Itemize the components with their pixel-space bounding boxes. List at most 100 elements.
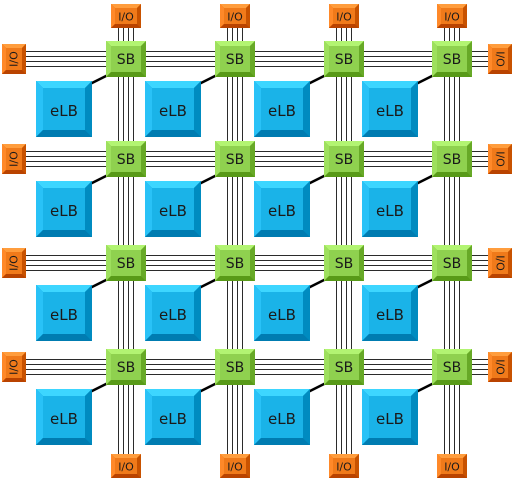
bevel-top <box>36 285 92 292</box>
bevel-right <box>141 41 146 77</box>
block-face <box>6 48 22 70</box>
io-block-label: I/O <box>118 461 134 474</box>
logic-block-elb <box>145 285 201 341</box>
block-face <box>437 46 467 72</box>
io-block-bottom <box>111 454 141 478</box>
bevel-right <box>467 245 472 281</box>
bevel-top <box>324 245 364 250</box>
switch-block-label: SB <box>443 256 462 272</box>
logic-block-label: eLB <box>376 102 404 120</box>
switch-block-sb <box>215 245 255 281</box>
bevel-top <box>488 248 512 252</box>
bevel-right <box>141 349 146 385</box>
bevel-top <box>437 4 467 8</box>
bevel-bottom <box>432 380 472 385</box>
bevel-right <box>411 389 418 445</box>
block-face <box>6 252 22 274</box>
bevel-right <box>467 41 472 77</box>
bevel-top <box>106 245 146 250</box>
bevel-top <box>362 181 418 188</box>
logic-block-elb <box>36 181 92 237</box>
bevel-right <box>303 81 310 137</box>
bevel-top <box>254 81 310 88</box>
bevel-left <box>254 181 261 237</box>
bevel-left <box>488 248 492 278</box>
switch-block-label: SB <box>226 360 245 376</box>
block-face <box>437 146 467 172</box>
io-block-right <box>488 44 512 74</box>
bevel-right <box>508 248 512 278</box>
bevel-right <box>85 285 92 341</box>
bevel-right <box>303 389 310 445</box>
bevel-left <box>362 81 369 137</box>
logic-block-elb <box>254 285 310 341</box>
switch-block-sb <box>432 141 472 177</box>
bevel-left <box>2 248 6 278</box>
switch-block-label: SB <box>226 52 245 68</box>
bevel-top <box>220 4 250 8</box>
bevel-bottom <box>215 276 255 281</box>
bevel-left <box>106 349 111 385</box>
bevel-bottom <box>145 230 201 237</box>
block-face <box>152 188 194 230</box>
bevel-right <box>22 352 26 382</box>
bevel-right <box>463 454 467 478</box>
logic-block-elb <box>36 285 92 341</box>
bevel-bottom <box>215 172 255 177</box>
bevel-left <box>36 389 43 445</box>
bevel-left <box>145 181 152 237</box>
bevel-left <box>215 245 220 281</box>
bevel-bottom <box>2 170 26 174</box>
block-face <box>492 252 508 274</box>
bevel-bottom <box>2 378 26 382</box>
bevel-right <box>508 144 512 174</box>
block-face <box>111 46 141 72</box>
block-face <box>492 356 508 378</box>
bevel-top <box>111 4 141 8</box>
io-block-label: I/O <box>494 51 507 67</box>
bevel-bottom <box>106 276 146 281</box>
block-face <box>261 188 303 230</box>
bevel-top <box>324 41 364 46</box>
bevel-left <box>2 352 6 382</box>
logic-block-elb <box>145 181 201 237</box>
bevel-top <box>36 81 92 88</box>
bevel-bottom <box>329 474 359 478</box>
bevel-right <box>194 389 201 445</box>
bevel-left <box>145 285 152 341</box>
logic-block-label: eLB <box>50 202 78 220</box>
logic-block-elb <box>362 181 418 237</box>
bevel-right <box>22 44 26 74</box>
logic-block-label: eLB <box>159 102 187 120</box>
bevel-bottom <box>324 172 364 177</box>
bevel-bottom <box>324 380 364 385</box>
bevel-right <box>85 389 92 445</box>
logic-block-elb <box>362 389 418 445</box>
logic-block-label: eLB <box>50 410 78 428</box>
switch-block-sb <box>324 41 364 77</box>
logic-block-label: eLB <box>268 202 296 220</box>
block-face <box>492 148 508 170</box>
logic-block-elb <box>36 389 92 445</box>
block-face <box>369 292 411 334</box>
bevel-left <box>106 41 111 77</box>
logic-block-label: eLB <box>376 306 404 324</box>
bevel-top <box>362 81 418 88</box>
bevel-top <box>329 454 359 458</box>
io-block-top <box>437 4 467 28</box>
bevel-left <box>432 41 437 77</box>
logic-block-label: eLB <box>376 410 404 428</box>
bevel-top <box>2 144 26 148</box>
block-face <box>152 88 194 130</box>
logic-block-label: eLB <box>50 306 78 324</box>
block-face <box>115 8 137 24</box>
switch-block-sb <box>432 245 472 281</box>
bevel-bottom <box>324 72 364 77</box>
bevel-bottom <box>437 24 467 28</box>
bevel-left <box>254 285 261 341</box>
io-block-label: I/O <box>336 11 352 24</box>
block-face <box>261 396 303 438</box>
bevel-top <box>2 352 26 356</box>
bevel-top <box>215 349 255 354</box>
